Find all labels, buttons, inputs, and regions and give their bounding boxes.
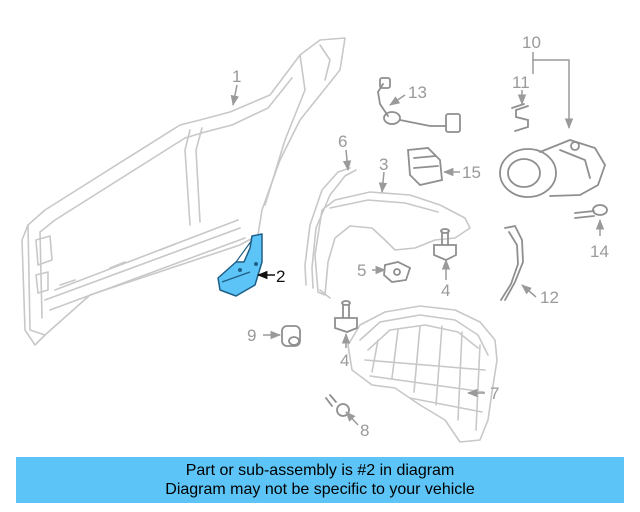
callout-13: 13	[408, 83, 427, 102]
parts-diagram: 1 2 3 4 4 5 6 7 8 9 10 11 12 13 14 15	[21, 33, 609, 443]
clip-part-5[interactable]	[383, 261, 412, 283]
callout-9: 9	[247, 326, 256, 345]
fender-part[interactable]	[314, 191, 471, 299]
screw-part-8[interactable]	[325, 394, 350, 417]
callout-8: 8	[360, 421, 369, 440]
leader-lines	[230, 52, 605, 426]
callout-labels: 1 2 3 4 4 5 6 7 8 9 10 11 12 13 14 15	[232, 33, 609, 440]
wheel-liner-part[interactable]	[347, 305, 498, 443]
emblem-part-11[interactable]	[511, 103, 529, 132]
module-part-15[interactable]	[407, 147, 443, 186]
callout-6: 6	[338, 132, 347, 151]
bolt-part-14[interactable]	[574, 204, 608, 219]
stud-part-4-lower[interactable]	[334, 300, 358, 333]
body-side-panel-part[interactable]	[21, 37, 346, 346]
fuel-door-part-10[interactable]	[499, 139, 606, 198]
grommet-part-9[interactable]	[281, 325, 301, 347]
callout-2: 2	[276, 267, 285, 286]
highlighted-bracket-part-2[interactable]	[217, 233, 263, 297]
banner-line-2: Diagram may not be specific to your vehi…	[165, 481, 475, 498]
sensor-harness-part-13[interactable]	[377, 77, 461, 133]
banner-line-1: Part or sub-assembly is #2 in diagram	[185, 462, 455, 479]
callout-3: 3	[379, 155, 388, 174]
callout-7: 7	[490, 384, 499, 403]
callout-11: 11	[512, 73, 530, 92]
strut-part-12[interactable]	[500, 224, 524, 301]
callout-5: 5	[357, 261, 366, 280]
callout-14: 14	[590, 242, 609, 261]
callout-4-lower: 4	[340, 351, 349, 370]
callout-12: 12	[540, 288, 559, 307]
molding-part-6[interactable]	[304, 167, 357, 289]
info-banner: Part or sub-assembly is #2 in diagram Di…	[16, 457, 624, 503]
callout-10: 10	[522, 33, 541, 52]
callout-4-upper: 4	[441, 281, 450, 300]
callout-15: 15	[462, 163, 481, 182]
stud-part-4-upper[interactable]	[433, 228, 457, 261]
callout-1: 1	[232, 67, 241, 86]
